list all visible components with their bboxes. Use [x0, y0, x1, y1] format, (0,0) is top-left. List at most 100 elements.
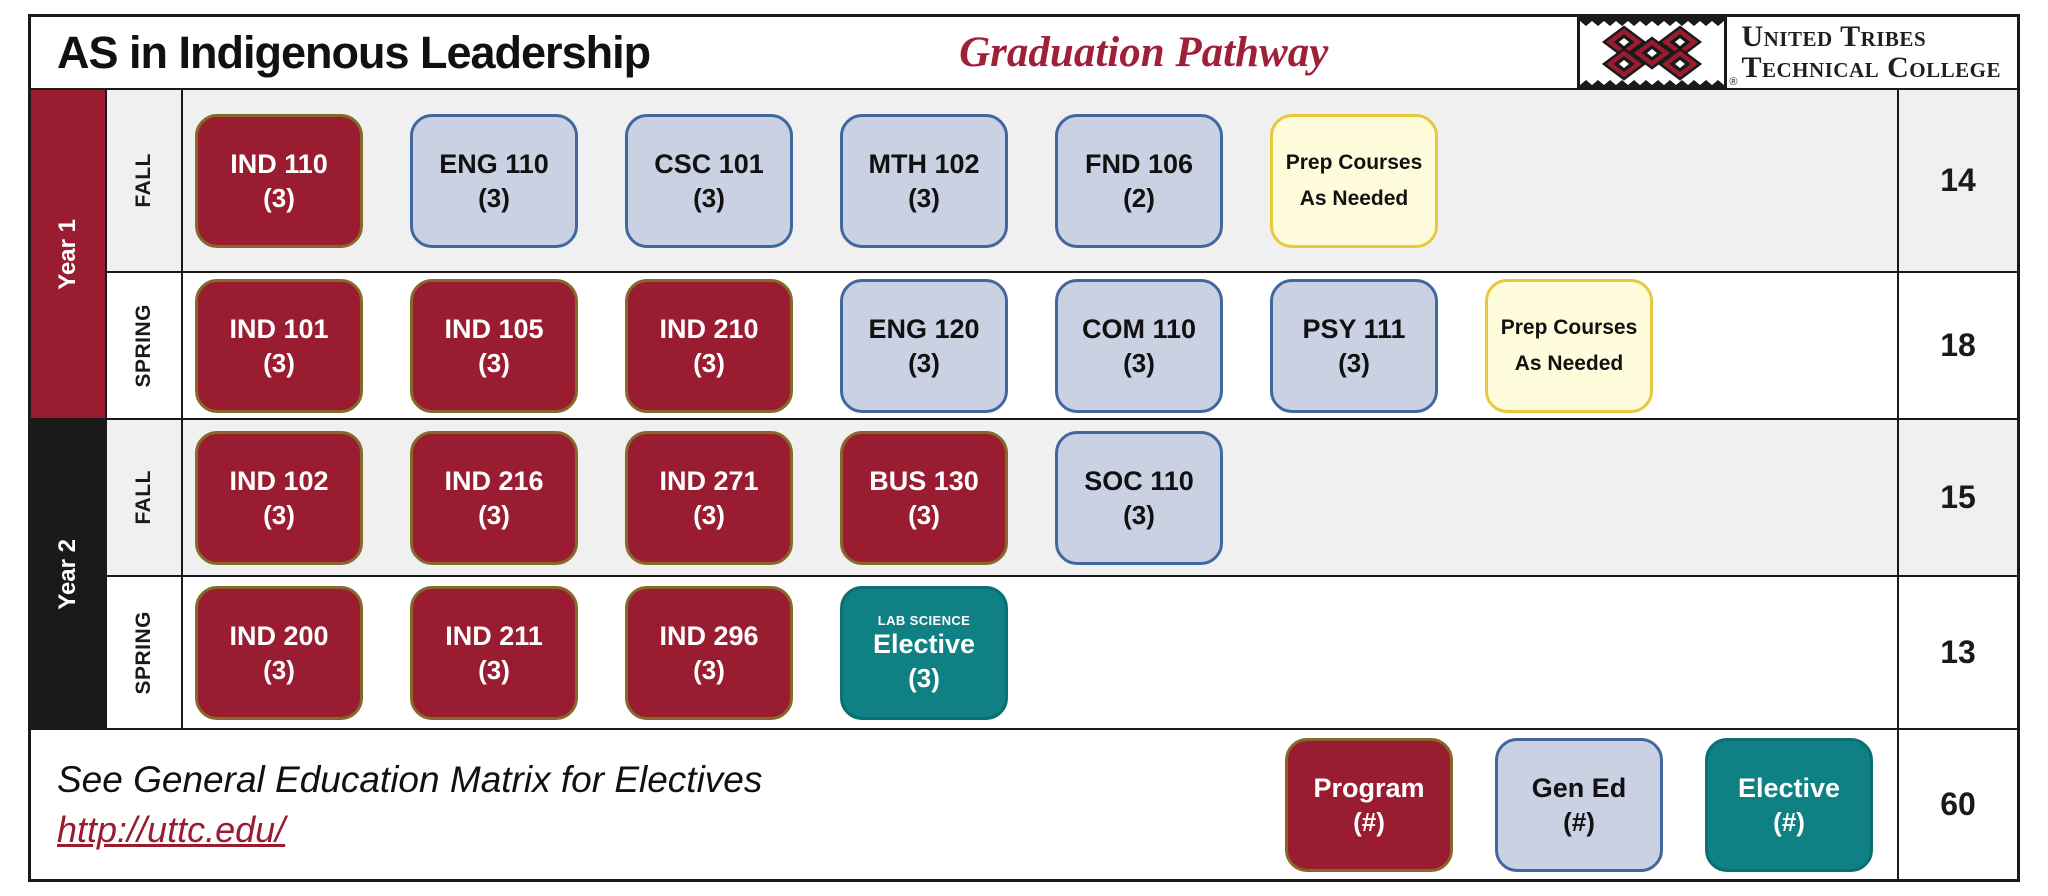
- card-credits: (3): [478, 182, 510, 213]
- card-code: ENG 110: [439, 148, 549, 179]
- course-card-ind-216: IND 216(3): [410, 430, 578, 565]
- uttc-logo: ® United Tribes Technical College: [1577, 13, 2001, 92]
- card-code: Elective: [872, 629, 976, 659]
- term-credits-year-1-spring: 18: [1899, 273, 2017, 420]
- page-subtitle: Graduation Pathway: [959, 29, 1329, 76]
- card-code: IND 296: [659, 620, 759, 651]
- card-code: IND 102: [229, 465, 329, 496]
- card-code: IND 110: [230, 148, 328, 179]
- course-card-ind-101: IND 101(3): [195, 278, 363, 413]
- card-line1: Prep Courses: [1500, 315, 1638, 339]
- course-card-ind-200: IND 200(3): [195, 585, 363, 720]
- courses-row-year-1-fall: IND 110(3)ENG 110(3)CSC 101(3)MTH 102(3)…: [183, 90, 1899, 273]
- year-label-1: Year 1: [31, 90, 107, 420]
- course-card-ind-271: IND 271(3): [625, 430, 793, 565]
- card-credits: (3): [263, 347, 295, 378]
- card-credits: (3): [908, 663, 940, 693]
- uttc-logo-line2: Technical College: [1741, 50, 2001, 84]
- card-code: PSY 111: [1302, 313, 1406, 344]
- card-credits: (3): [693, 347, 725, 378]
- card-code: Gen Ed: [1531, 772, 1627, 803]
- season-label-text: SPRING: [132, 610, 155, 695]
- term-credits-year-2-fall: 15: [1899, 420, 2017, 577]
- course-card-eng-120: ENG 120(3): [840, 278, 1008, 413]
- card-credits: (3): [263, 654, 295, 685]
- year-label-2: Year 2: [31, 420, 107, 730]
- card-code: IND 105: [444, 313, 544, 344]
- footer-left: See General Education Matrix for Electiv…: [31, 730, 1899, 879]
- course-card-eng-110: ENG 110(3): [410, 113, 578, 248]
- course-card-mth-102: MTH 102(3): [840, 113, 1008, 248]
- card-credits: (2): [1123, 182, 1155, 213]
- card-line1: Prep Courses: [1285, 150, 1423, 174]
- courses-row-year-1-spring: IND 101(3)IND 105(3)IND 210(3)ENG 120(3)…: [183, 273, 1899, 420]
- term-credits-year-2-spring: 13: [1899, 577, 2017, 730]
- year-label-text: Year 2: [54, 538, 81, 610]
- course-card-psy-111: PSY 111(3): [1270, 278, 1438, 413]
- card-credits: (3): [1123, 499, 1155, 530]
- uttc-logo-emblem-icon: [1577, 13, 1728, 92]
- course-card-csc-101: CSC 101(3): [625, 113, 793, 248]
- course-card-ind-211: IND 211(3): [410, 585, 578, 720]
- electives-note: See General Education Matrix for Electiv…: [57, 758, 763, 800]
- course-card-prep-courses: Prep Courses As Needed: [1485, 278, 1653, 413]
- season-label-text: FALL: [132, 470, 155, 525]
- season-label-year-1-fall: FALL: [107, 90, 183, 273]
- card-code: IND 211: [445, 620, 543, 651]
- card-credits: (#): [1563, 806, 1595, 837]
- uttc-link[interactable]: http://uttc.edu/: [57, 808, 286, 850]
- card-code: IND 271: [659, 465, 759, 496]
- course-card-program: Program(#): [1285, 737, 1453, 872]
- courses-row-year-2-spring: IND 200(3)IND 211(3)IND 296(3)LAB SCIENC…: [183, 577, 1899, 730]
- course-card-ind-110: IND 110(3): [195, 113, 363, 248]
- card-code: ENG 120: [868, 313, 980, 344]
- season-label-year-2-fall: FALL: [107, 420, 183, 577]
- card-credits: (3): [693, 182, 725, 213]
- legend: Program(#)Gen Ed(#)Elective(#): [1285, 737, 1873, 872]
- course-card-ind-296: IND 296(3): [625, 585, 793, 720]
- header: AS in Indigenous Leadership Graduation P…: [31, 13, 2017, 92]
- card-code: IND 101: [229, 313, 329, 344]
- card-code: IND 210: [659, 313, 759, 344]
- course-card-fnd-106: FND 106(2): [1055, 113, 1223, 248]
- season-label-text: FALL: [132, 153, 155, 208]
- course-card-ind-210: IND 210(3): [625, 278, 793, 413]
- card-code: MTH 102: [868, 148, 980, 179]
- card-credits: (3): [263, 182, 295, 213]
- card-line2: As Needed: [1299, 187, 1409, 210]
- card-code: IND 200: [229, 620, 329, 651]
- card-code: Program: [1313, 772, 1425, 803]
- card-credits: (3): [693, 499, 725, 530]
- card-line2: As Needed: [1514, 352, 1624, 375]
- card-credits: (3): [263, 499, 295, 530]
- card-tag: LAB SCIENCE: [877, 613, 971, 628]
- course-card-soc-110: SOC 110(3): [1055, 430, 1223, 565]
- season-label-year-2-spring: SPRING: [107, 577, 183, 730]
- card-credits: (#): [1353, 806, 1385, 837]
- card-credits: (3): [908, 182, 940, 213]
- card-code: BUS 130: [869, 465, 979, 496]
- card-code: SOC 110: [1084, 465, 1194, 496]
- pathway-frame: AS in Indigenous Leadership Graduation P…: [28, 13, 2020, 882]
- card-code: COM 110: [1081, 313, 1197, 344]
- course-card-elective: Elective(#): [1705, 737, 1873, 872]
- course-card-prep-courses: Prep Courses As Needed: [1270, 113, 1438, 248]
- uttc-logo-text: United Tribes Technical College: [1741, 21, 2001, 84]
- page-title: AS in Indigenous Leadership: [57, 26, 651, 78]
- card-code: Elective: [1737, 772, 1841, 803]
- course-card-ind-102: IND 102(3): [195, 430, 363, 565]
- card-credits: (3): [693, 654, 725, 685]
- course-card-gen-ed: Gen Ed(#): [1495, 737, 1663, 872]
- term-credits-year-1-fall: 14: [1899, 90, 2017, 273]
- card-code: IND 216: [444, 465, 544, 496]
- card-credits: (3): [478, 499, 510, 530]
- season-label-year-1-spring: SPRING: [107, 273, 183, 420]
- card-credits: (3): [908, 347, 940, 378]
- course-card-ind-105: IND 105(3): [410, 278, 578, 413]
- course-card-bus-130: BUS 130(3): [840, 430, 1008, 565]
- season-label-text: SPRING: [132, 303, 155, 388]
- registered-mark: ®: [1729, 75, 1738, 88]
